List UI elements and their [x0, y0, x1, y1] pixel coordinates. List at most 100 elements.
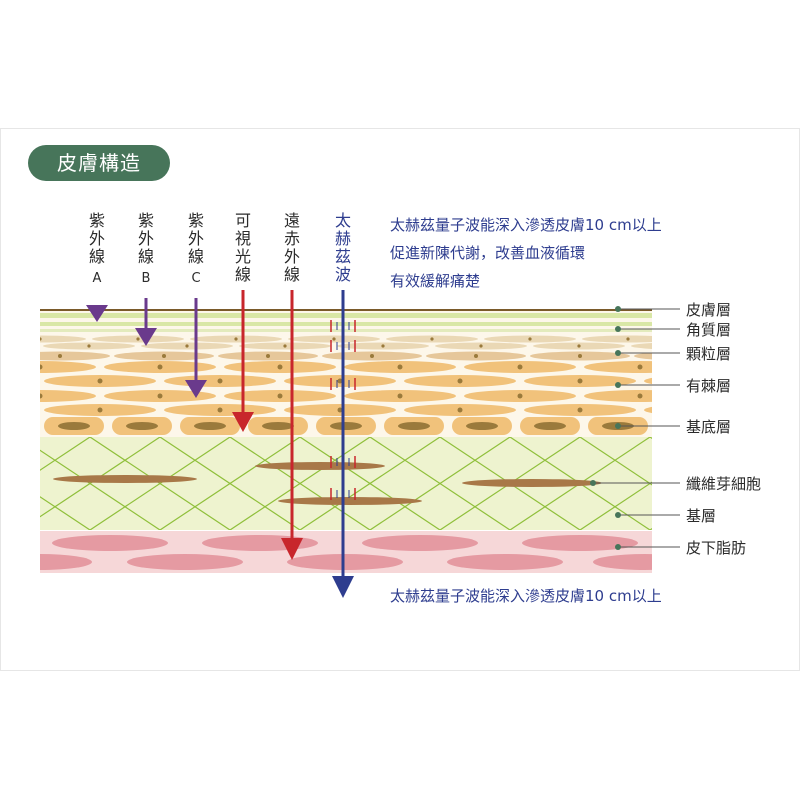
fat-cell: [362, 535, 478, 551]
cell-nucleus: [234, 337, 238, 341]
basal-cell-nucleus: [534, 422, 566, 430]
cell-nucleus: [266, 354, 270, 358]
fat-cell: [522, 535, 638, 551]
ray-char: 紫: [137, 211, 154, 230]
cell-nucleus: [626, 337, 630, 341]
collagen-fiber: [299, 437, 441, 530]
ray-char: 赫: [334, 229, 351, 248]
ray-char: 遠: [283, 211, 300, 230]
cell-nucleus: [277, 393, 283, 399]
description-line-2: 促進新陳代謝，改善血液循環: [390, 244, 586, 262]
layer-label-spinous: 有棘層: [686, 377, 732, 395]
cell-nucleus: [577, 407, 583, 413]
ray-char: 紫: [88, 211, 105, 230]
layer-label-fibroblast: 纖維芽細胞: [686, 475, 762, 493]
leader-dot: [615, 306, 621, 312]
cell-nucleus: [397, 364, 403, 370]
basal-cell-nucleus: [126, 422, 158, 430]
ray-char: 太: [334, 211, 351, 230]
fat-cell: [127, 554, 243, 570]
cell-nucleus: [381, 344, 385, 348]
cell-nucleus: [370, 354, 374, 358]
epidermal-cell: [631, 343, 652, 349]
fibroblast-1: [53, 475, 197, 483]
cell-nucleus: [157, 393, 163, 399]
layer-dots: [590, 306, 621, 550]
leader-dot: [615, 382, 621, 388]
cell-nucleus: [675, 344, 678, 347]
basal-cell-nucleus: [58, 422, 90, 430]
collagen-fiber: [40, 496, 91, 530]
fibroblast-4: [462, 479, 602, 487]
fat-cell: [40, 554, 92, 570]
cell-nucleus: [87, 344, 91, 348]
ray-char: 外: [88, 229, 105, 248]
ray-char: 視: [234, 229, 251, 248]
terahertz-arrow-head: [332, 576, 354, 598]
cell-nucleus: [474, 354, 478, 358]
collagen-fiber: [369, 437, 511, 530]
cell-nucleus: [430, 337, 434, 341]
ray-sub: A: [92, 271, 102, 286]
epidermal-cell: [644, 406, 652, 414]
leader-dot: [615, 326, 621, 332]
ray-char: 線: [88, 247, 105, 266]
ray-char: 外: [137, 229, 154, 248]
cell-nucleus: [637, 393, 643, 399]
cell-nucleus: [162, 354, 166, 358]
cell-nucleus: [40, 364, 43, 370]
epidermal-cell: [584, 361, 652, 373]
layer-leaders: [593, 308, 680, 548]
cell-nucleus: [277, 364, 283, 370]
cell-nucleus: [283, 344, 287, 348]
basal-cell-nucleus: [194, 422, 226, 430]
leader-dot: [615, 423, 621, 429]
uvb-arrow-head: [135, 328, 157, 346]
fat-cell: [447, 554, 563, 570]
epidermal-cell: [582, 335, 652, 343]
layer-label-granular: 顆粒層: [686, 345, 732, 363]
ray-char: 線: [187, 247, 204, 266]
cell-nucleus: [517, 393, 523, 399]
fat-cell: [593, 554, 652, 570]
visible-light-arrow-head: [232, 412, 254, 432]
subcutaneous-fat: [40, 531, 652, 573]
collagen-fiber: [229, 437, 371, 530]
ray-char: 外: [187, 229, 204, 248]
ray-char: 線: [234, 265, 251, 284]
layer-label-base: 基層: [686, 507, 717, 525]
epidermal-cell: [584, 390, 652, 402]
ray-char: 波: [334, 265, 351, 284]
cell-nucleus: [97, 378, 103, 384]
fat-cell: [202, 535, 318, 551]
description-line-3: 有效緩解痛楚: [390, 272, 481, 290]
cell-layers: [40, 335, 678, 435]
cell-nucleus: [577, 344, 581, 348]
cell-nucleus: [217, 407, 223, 413]
dermis: [40, 437, 652, 530]
uvc-arrow-head: [185, 380, 207, 398]
cell-nucleus: [578, 354, 582, 358]
cell-nucleus: [457, 407, 463, 413]
ray-char: 赤: [283, 229, 300, 248]
layer-label-fat: 皮下脂肪: [686, 539, 747, 557]
collagen-fiber: [159, 437, 301, 530]
cell-nucleus: [40, 393, 43, 399]
collagen-fiber: [89, 437, 231, 530]
layer-label-horny: 角質層: [686, 321, 732, 339]
ray-sub: C: [191, 271, 201, 286]
layer-label-skin: 皮膚層: [686, 301, 732, 319]
bottom-note: 太赫茲量子波能深入滲透皮膚10 cm以上: [390, 587, 662, 605]
epidermal-cell: [40, 390, 96, 402]
ray-label-terahertz: 太 赫 茲 波: [328, 212, 358, 284]
horny-band-2: [40, 322, 652, 326]
fibroblast-3: [278, 497, 422, 505]
cell-nucleus: [40, 337, 42, 341]
ray-char: 光: [234, 247, 251, 266]
ray-label-uva: 紫 外 線 A: [82, 212, 112, 288]
ray-arrows: [86, 290, 354, 598]
epidermis: [40, 309, 678, 437]
fat-cell: [287, 554, 403, 570]
cell-nucleus: [136, 337, 140, 341]
